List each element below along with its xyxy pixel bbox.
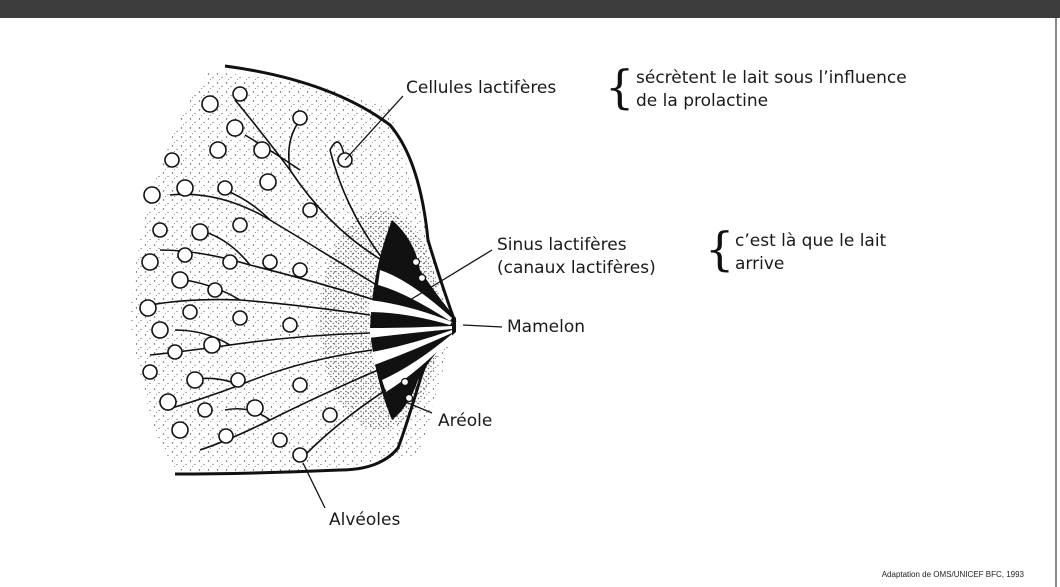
desc-sinus-line1: c’est là que le lait — [735, 230, 886, 253]
desc-cellules: sécrètent le lait sous l’influence de la… — [636, 67, 907, 113]
label-alveoles: Alvéoles — [329, 509, 400, 532]
desc-sinus-line2: arrive — [735, 253, 886, 276]
desc-cellules-line1: sécrètent le lait sous l’influence — [636, 67, 907, 90]
brace-sinus: { — [705, 226, 734, 272]
desc-sinus: c’est là que le lait arrive — [735, 230, 886, 276]
label-areole: Aréole — [438, 410, 492, 433]
label-mamelon: Mamelon — [507, 316, 585, 339]
label-sinus-line1: Sinus lactifères — [497, 234, 656, 257]
source-credit: Adaptation de OMS/UNICEF BFC, 1993 — [882, 570, 1024, 579]
label-cellules-lactiferes: Cellules lactifères — [406, 77, 556, 100]
brace-cellules: { — [605, 64, 634, 110]
desc-cellules-line2: de la prolactine — [636, 90, 907, 113]
label-sinus-lactiferes: Sinus lactifères (canaux lactifères) — [497, 234, 656, 280]
label-sinus-line2: (canaux lactifères) — [497, 257, 656, 280]
